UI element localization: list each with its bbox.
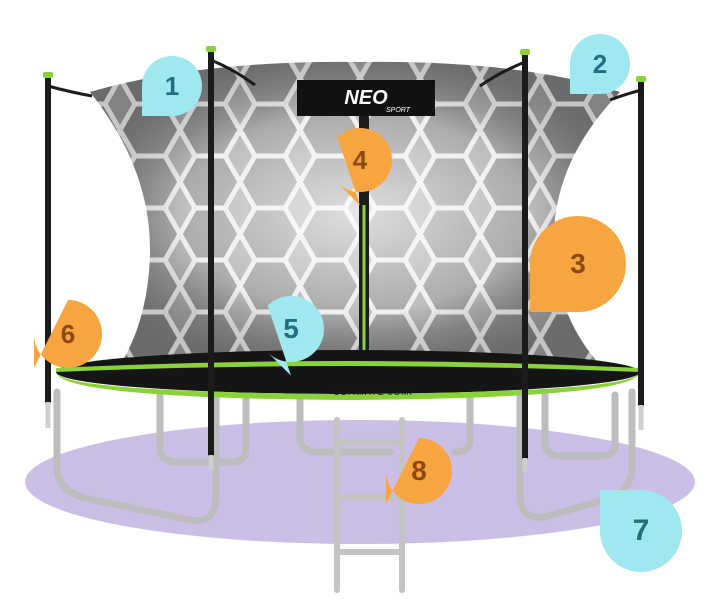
callout-shape [267,296,324,376]
callout-marker-6: 6 [32,298,104,370]
callout-number: 3 [570,248,586,279]
callout-shape [386,438,452,504]
callout-number: 1 [164,70,180,101]
callout-marker-8: 8 [384,436,454,506]
callout-marker-3: 3 [528,214,628,314]
callout-shape [337,128,392,206]
callout-number: 5 [283,313,299,344]
callout-number: 8 [411,455,427,486]
ground-shadow [25,420,695,544]
callout-marker-4: 4 [326,126,394,206]
brand-logo-text: NEO [344,87,388,109]
callout-shape [142,56,202,116]
callout-marker-1: 1 [140,54,204,118]
callout-number: 4 [352,144,368,175]
ladder [334,417,405,593]
callout-number: 7 [632,514,650,547]
rim-brand-text: ULTIMATE JUMP [333,387,416,397]
callout-number: 6 [60,318,76,349]
callout-marker-5: 5 [256,294,326,376]
callout-marker-2: 2 [568,32,632,96]
callout-marker-7: 7 [598,488,684,574]
jumping-mat [56,350,640,394]
callout-number: 2 [592,48,608,79]
callout-shape [570,34,630,94]
brand-logo: NEO SPORT [297,80,435,116]
brand-logo-sub: SPORT [386,107,411,114]
callout-shape [530,216,626,312]
callout-shape [34,300,102,368]
callout-shape [600,490,682,572]
trampoline-legs [53,388,636,525]
frame-padding [56,372,640,400]
